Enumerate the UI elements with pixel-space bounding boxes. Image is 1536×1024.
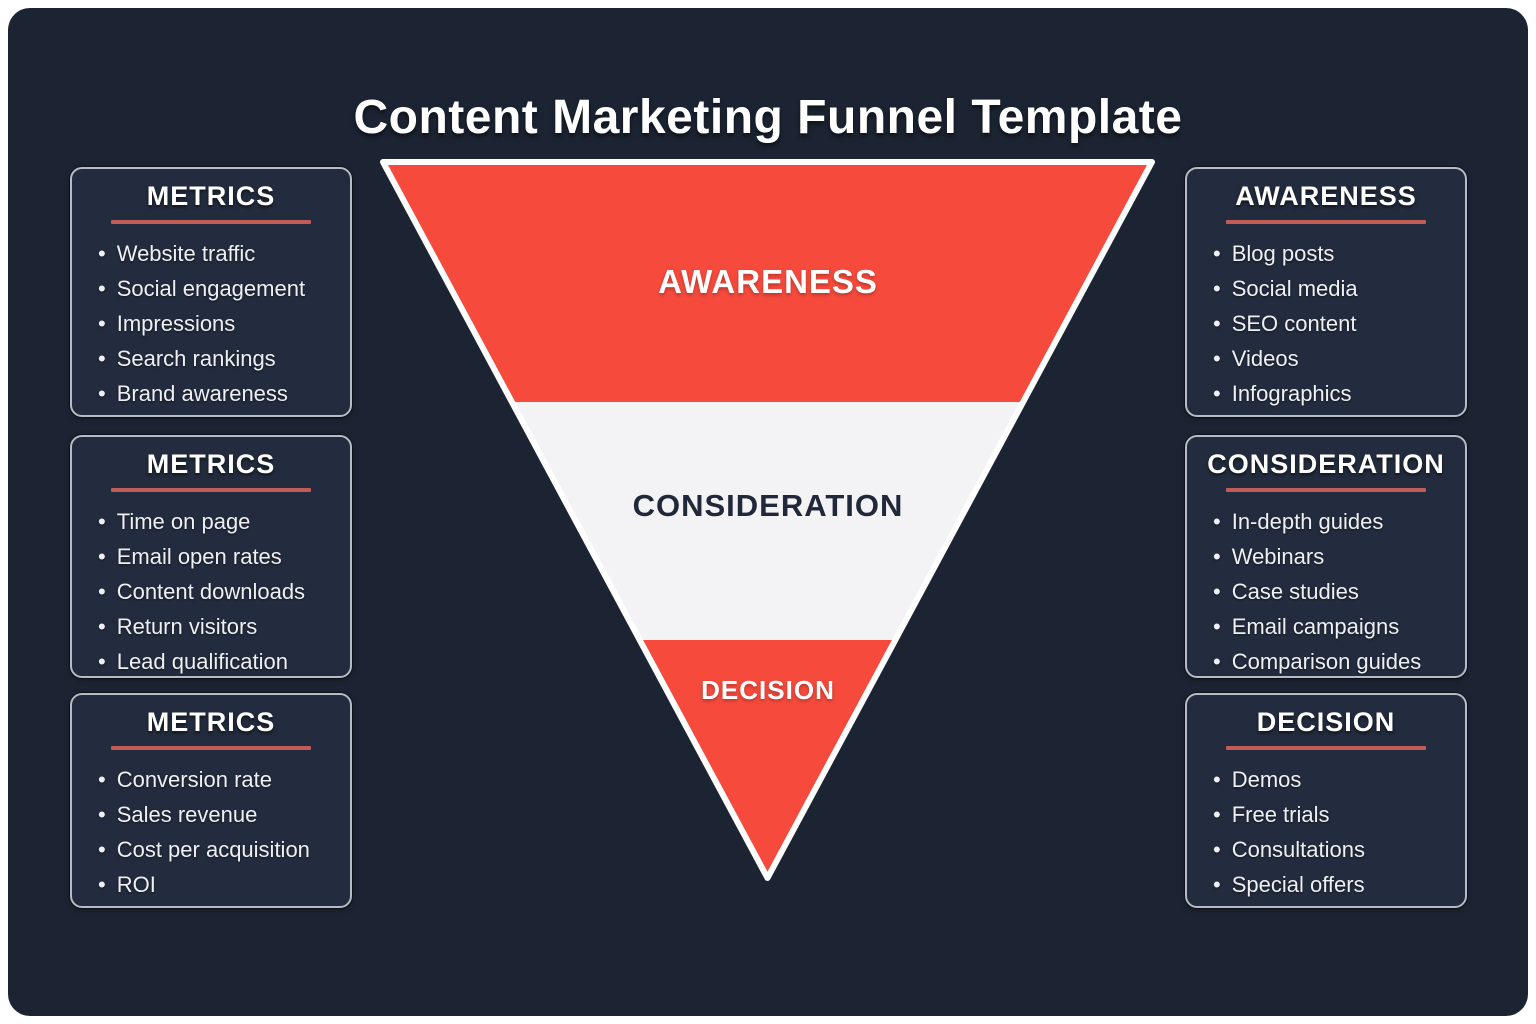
- heading-underline: [111, 746, 311, 750]
- list-item: Case studies: [1213, 574, 1453, 609]
- box-heading: DECISION: [1256, 707, 1396, 737]
- funnel-label-awareness: AWARENESS: [658, 263, 878, 300]
- box-heading: CONSIDERATION: [1207, 449, 1445, 479]
- list-item: ROI: [98, 867, 338, 902]
- list-item: In-depth guides: [1213, 504, 1453, 539]
- metrics-box-decision: METRICS Conversion rateSales revenueCost…: [70, 693, 352, 908]
- list-item: Search rankings: [98, 341, 338, 376]
- list-item: Free trials: [1213, 797, 1453, 832]
- heading-underline: [111, 488, 311, 492]
- list-item: Consultations: [1213, 832, 1453, 867]
- funnel-label-decision: DECISION: [701, 675, 835, 705]
- list-item: SEO content: [1213, 306, 1453, 341]
- metrics-box-awareness: METRICS Website trafficSocial engagement…: [70, 167, 352, 417]
- list-item: Videos: [1213, 341, 1453, 376]
- list-item: Demos: [1213, 762, 1453, 797]
- list-item: Brand awareness: [98, 376, 338, 411]
- tactics-list: DemosFree trialsConsultationsSpecial off…: [1187, 760, 1465, 902]
- list-item: Special offers: [1213, 867, 1453, 902]
- tactics-list: Blog postsSocial mediaSEO contentVideosI…: [1187, 234, 1465, 411]
- metrics-box-consideration: METRICS Time on pageEmail open ratesCont…: [70, 435, 352, 678]
- page-title: Content Marketing Funnel Template: [353, 91, 1183, 145]
- funnel-label-consideration: CONSIDERATION: [632, 488, 904, 523]
- metrics-list: Conversion rateSales revenueCost per acq…: [72, 760, 350, 902]
- funnel-segment-decision: [640, 640, 895, 878]
- list-item: Blog posts: [1213, 236, 1453, 271]
- heading-underline: [1226, 746, 1426, 750]
- heading-underline: [1226, 220, 1426, 224]
- metrics-list: Website trafficSocial engagementImpressi…: [72, 234, 350, 411]
- list-item: Website traffic: [98, 236, 338, 271]
- list-item: Email open rates: [98, 539, 338, 574]
- box-heading: METRICS: [146, 707, 276, 737]
- list-item: Social media: [1213, 271, 1453, 306]
- list-item: Impressions: [98, 306, 338, 341]
- box-heading: METRICS: [146, 449, 276, 479]
- funnel-outline: [380, 159, 1155, 881]
- funnel-segment-awareness: [383, 162, 1152, 402]
- list-item: Conversion rate: [98, 762, 338, 797]
- heading-underline: [111, 220, 311, 224]
- tactics-box-awareness: AWARENESS Blog postsSocial mediaSEO cont…: [1185, 167, 1467, 417]
- list-item: Comparison guides: [1213, 644, 1453, 679]
- list-item: Infographics: [1213, 376, 1453, 411]
- box-heading: METRICS: [146, 181, 276, 211]
- tactics-box-decision: DECISION DemosFree trialsConsultationsSp…: [1185, 693, 1467, 908]
- list-item: Sales revenue: [98, 797, 338, 832]
- list-item: Content downloads: [98, 574, 338, 609]
- tactics-list: In-depth guidesWebinarsCase studiesEmail…: [1187, 502, 1465, 679]
- list-item: Cost per acquisition: [98, 832, 338, 867]
- tactics-box-consideration: CONSIDERATION In-depth guidesWebinarsCas…: [1185, 435, 1467, 678]
- heading-underline: [1226, 488, 1426, 492]
- metrics-list: Time on pageEmail open ratesContent down…: [72, 502, 350, 679]
- list-item: Time on page: [98, 504, 338, 539]
- list-item: Lead qualification: [98, 644, 338, 679]
- list-item: Webinars: [1213, 539, 1453, 574]
- list-item: Return visitors: [98, 609, 338, 644]
- funnel-segment-consideration: [512, 402, 1023, 640]
- list-item: Email campaigns: [1213, 609, 1453, 644]
- list-item: Social engagement: [98, 271, 338, 306]
- box-heading: AWARENESS: [1235, 181, 1417, 211]
